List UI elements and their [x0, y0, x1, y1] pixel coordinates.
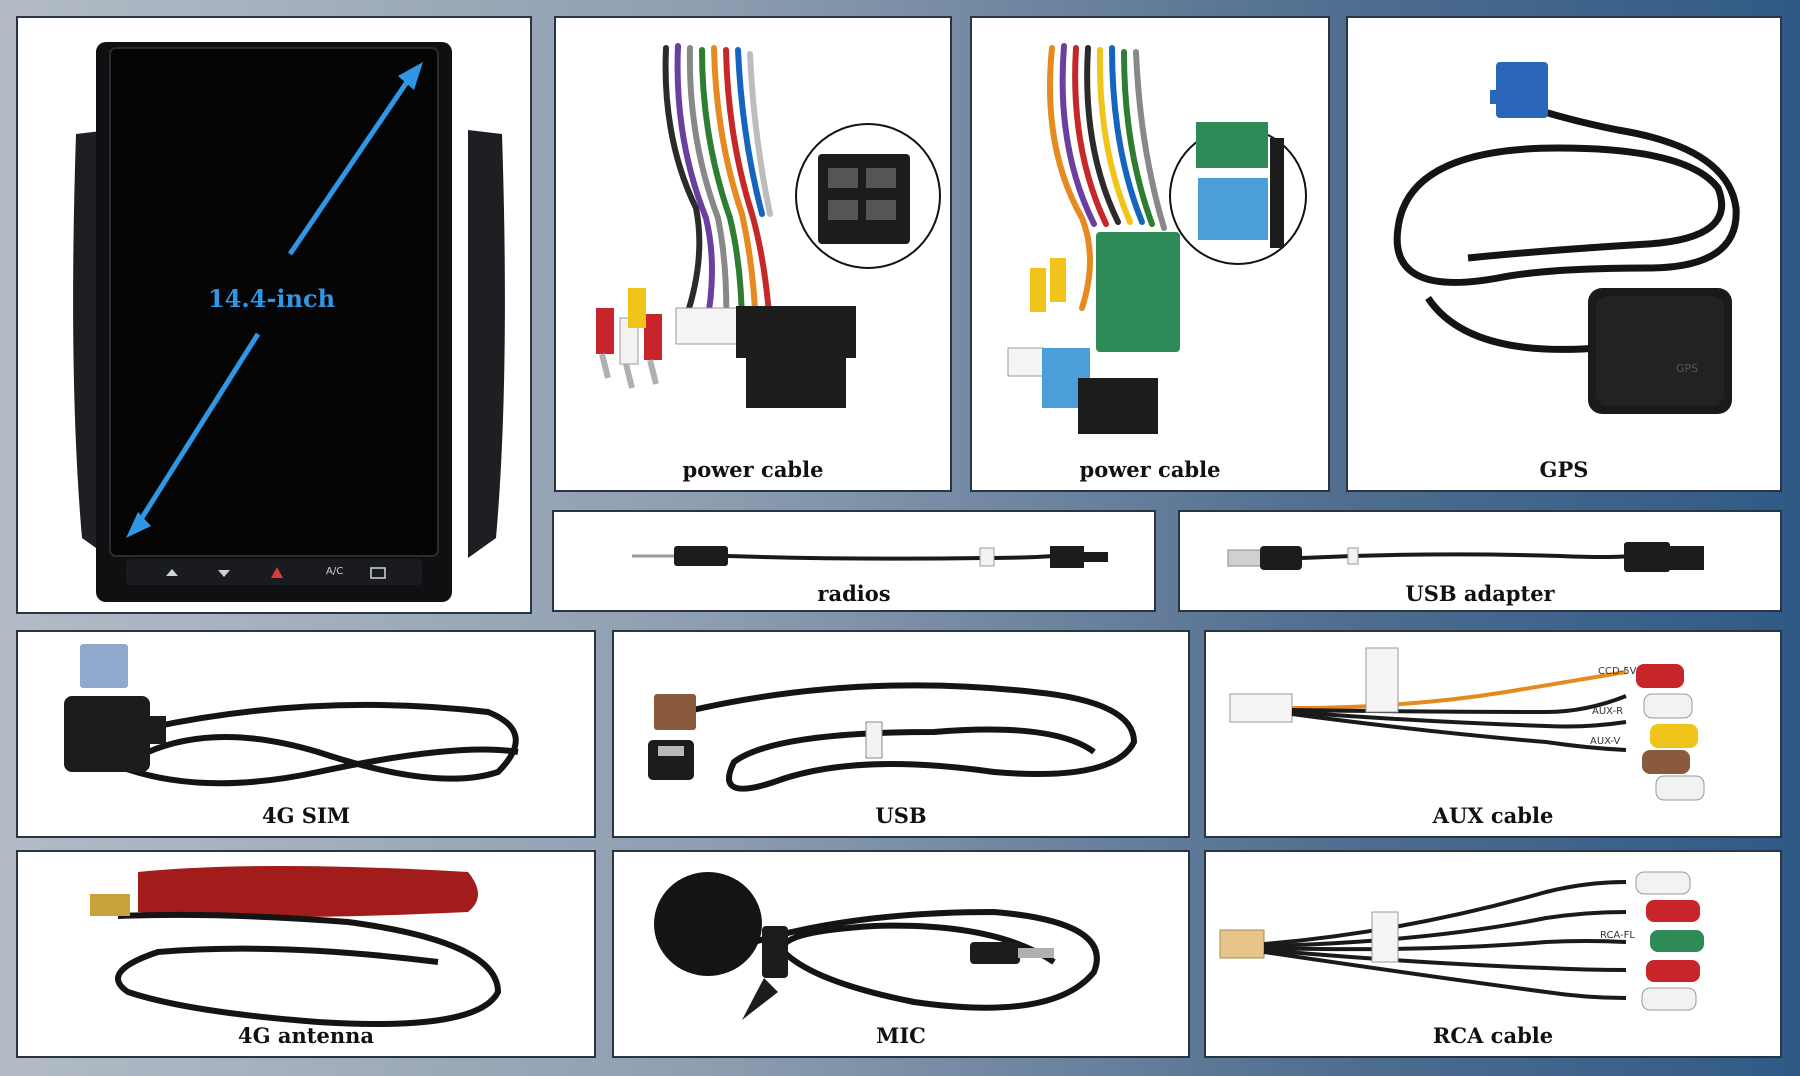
usb-adapter-label: USB adapter [1405, 581, 1555, 606]
rca-tag-fl: RCA-FL [1600, 930, 1635, 941]
rca-cable-panel: RCA-FL RCA cable [1204, 850, 1782, 1058]
usb-panel: USB [612, 630, 1190, 838]
antenna-4g-illustration [90, 866, 502, 1027]
aux-tag-v: AUX-V [1590, 736, 1621, 747]
hazard-icon [271, 567, 283, 578]
radios-label: radios [817, 581, 891, 606]
power-cable-illustration-2 [1007, 43, 1307, 434]
power-cable-illustration-1 [596, 43, 941, 408]
power-cable-label-2: power cable [1079, 457, 1221, 482]
usb-illustration [648, 682, 1138, 792]
power-cable-label-1: power cable [682, 457, 824, 482]
aux-tag-r: AUX-R [1592, 706, 1624, 717]
head-unit-illustration [73, 42, 505, 602]
down-icon [218, 570, 230, 577]
rca-cable-illustration [1219, 871, 1704, 1011]
aux-cable-label: AUX cable [1432, 803, 1554, 828]
aux-tag-ccd: CCD-5V [1598, 666, 1637, 677]
aux-cable-illustration [1229, 647, 1705, 801]
mic-panel: MIC [612, 850, 1190, 1058]
sim-4g-illustration [64, 644, 519, 787]
gps-module-text: GPS [1676, 362, 1699, 375]
sim-4g-label: 4G SIM [261, 803, 351, 828]
diagonal-arrow [126, 62, 423, 538]
aux-cable-panel: CCD-5V AUX-R AUX-V AUX cable [1204, 630, 1782, 838]
power-cable-panel-1: power cable [554, 16, 952, 492]
antenna-4g-panel: 4G antenna [16, 850, 596, 1058]
gps-illustration [1393, 62, 1740, 414]
usb-adapter-illustration [1227, 542, 1704, 572]
mic-label: MIC [876, 1023, 926, 1048]
power-cable-panel-2: power cable [970, 16, 1330, 492]
screen-size-label: 14.4-inch [208, 284, 336, 313]
gps-panel: GPS GPS [1346, 16, 1782, 492]
sim-4g-panel: 4G SIM [16, 630, 596, 838]
antenna-4g-label: 4G antenna [238, 1023, 374, 1048]
head-unit-panel: 14.4-inch A/C [16, 16, 532, 614]
radios-illustration [632, 546, 1108, 568]
ac-button-label: A/C [326, 566, 344, 577]
gps-label: GPS [1539, 457, 1589, 482]
radios-panel: radios [552, 510, 1156, 612]
up-icon [166, 569, 178, 576]
seat-heat-icon [370, 567, 386, 579]
rca-cable-label: RCA cable [1432, 1023, 1554, 1048]
usb-label: USB [875, 803, 927, 828]
mic-illustration [654, 872, 1100, 1020]
usb-adapter-panel: USB adapter [1178, 510, 1782, 612]
